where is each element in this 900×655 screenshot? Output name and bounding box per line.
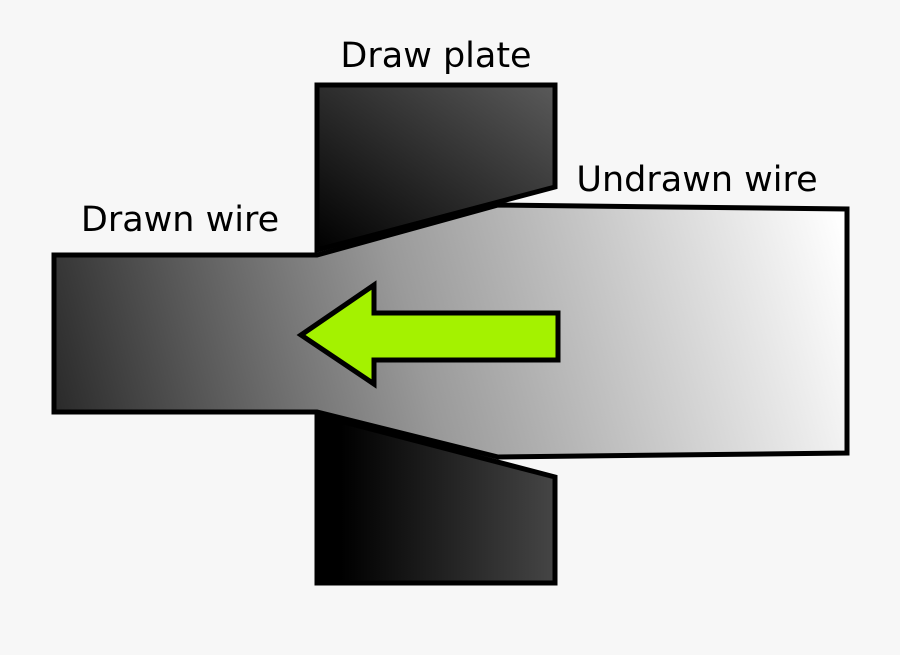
arrow-left-icon (296, 280, 561, 389)
drawn-wire-label: Drawn wire (81, 200, 279, 240)
draw-plate-label: Draw plate (340, 36, 531, 76)
draw-plate-top (314, 82, 558, 254)
undrawn-wire-label: Undrawn wire (576, 160, 817, 200)
draw-plate-bottom (314, 411, 558, 586)
